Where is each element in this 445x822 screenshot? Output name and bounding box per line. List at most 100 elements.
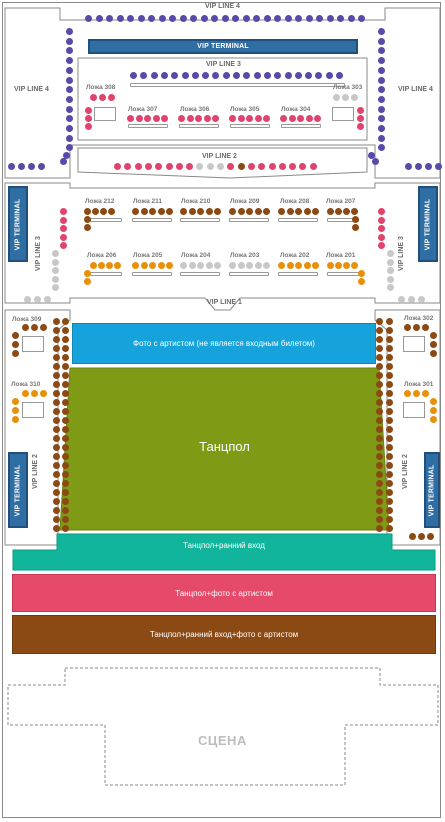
vip2-side-seat[interactable] bbox=[53, 399, 60, 406]
vip2-side-seat[interactable] bbox=[376, 462, 383, 469]
vip2-side-seat[interactable] bbox=[386, 435, 393, 442]
vip-terminal-left-low[interactable]: VIP TERMINAL bbox=[8, 452, 28, 528]
vip2-side-seat[interactable] bbox=[376, 489, 383, 496]
vip4-seat[interactable] bbox=[316, 15, 323, 22]
vip2-side-seat[interactable] bbox=[62, 480, 69, 487]
vip2-side-seat[interactable] bbox=[376, 381, 383, 388]
vip2-side-seat[interactable] bbox=[62, 516, 69, 523]
vip4-seat[interactable] bbox=[66, 144, 73, 152]
vip4-seat[interactable] bbox=[378, 28, 385, 35]
vip4-seat[interactable] bbox=[148, 15, 155, 22]
box-seat[interactable] bbox=[312, 208, 319, 215]
vip4-seat[interactable] bbox=[66, 95, 73, 103]
box-seat[interactable] bbox=[413, 324, 420, 331]
box-seat[interactable] bbox=[303, 262, 311, 269]
vip4-seat[interactable] bbox=[8, 163, 15, 170]
vip-terminal-left[interactable]: VIP TERMINAL bbox=[8, 186, 28, 262]
vip4-seat[interactable] bbox=[378, 105, 385, 113]
box-seat[interactable] bbox=[214, 262, 221, 269]
vip4-seat[interactable] bbox=[60, 158, 67, 165]
box-seat[interactable] bbox=[295, 208, 302, 215]
vip4-seat[interactable] bbox=[63, 152, 70, 159]
vip2-side-seat[interactable] bbox=[376, 345, 383, 352]
vip4-seat[interactable] bbox=[405, 163, 412, 170]
vip4-seat[interactable] bbox=[106, 15, 113, 22]
vip2-side-seat[interactable] bbox=[53, 435, 60, 442]
vip2-side-seat[interactable] bbox=[62, 354, 69, 361]
vip2-side-seat[interactable] bbox=[53, 408, 60, 415]
vip3-seat[interactable] bbox=[263, 72, 271, 79]
vip3-side-seat[interactable] bbox=[52, 284, 59, 291]
vip4-seat[interactable] bbox=[66, 28, 73, 35]
zone-dance-photo[interactable]: Танцпол+фото с артистом bbox=[12, 574, 436, 612]
box-seat[interactable] bbox=[106, 262, 113, 269]
vip4-seat[interactable] bbox=[378, 76, 385, 84]
box-seat[interactable] bbox=[263, 262, 270, 269]
vip2-side-seat[interactable] bbox=[53, 516, 60, 523]
vip4-seat[interactable] bbox=[211, 15, 218, 22]
vip2-side-seat[interactable] bbox=[53, 471, 60, 478]
box-seat[interactable] bbox=[358, 270, 365, 277]
box-seat[interactable] bbox=[278, 208, 285, 215]
vip2-side-seat[interactable] bbox=[386, 372, 393, 379]
box-seat[interactable] bbox=[157, 208, 165, 215]
box-seat[interactable] bbox=[343, 208, 350, 215]
box-seat[interactable] bbox=[404, 390, 411, 397]
box-seat[interactable] bbox=[343, 262, 350, 269]
vip2-side-seat[interactable] bbox=[386, 498, 393, 505]
vip2-side-seat[interactable] bbox=[62, 318, 69, 325]
box-seat[interactable] bbox=[352, 216, 359, 223]
box-seat[interactable] bbox=[286, 208, 294, 215]
zone-early-entry[interactable]: Танцпол+ранний вход bbox=[12, 533, 436, 571]
vip2-side-seat[interactable] bbox=[386, 516, 393, 523]
vip3-side-seat[interactable] bbox=[52, 250, 59, 257]
box-seat[interactable] bbox=[161, 115, 168, 122]
box-seat[interactable] bbox=[180, 262, 187, 269]
box-seat[interactable] bbox=[229, 115, 236, 122]
box-seat[interactable] bbox=[84, 270, 91, 277]
vip-terminal-right-low[interactable]: VIP TERMINAL bbox=[424, 452, 440, 528]
box-seat[interactable] bbox=[188, 208, 196, 215]
vip3-side-seat[interactable] bbox=[378, 225, 385, 232]
vip2-side-seat[interactable] bbox=[62, 372, 69, 379]
box-seat[interactable] bbox=[12, 332, 19, 339]
vip2-side-seat[interactable] bbox=[62, 336, 69, 343]
box-seat[interactable] bbox=[404, 324, 411, 331]
vip2-side-seat[interactable] bbox=[376, 480, 383, 487]
vip3-seat[interactable] bbox=[160, 72, 168, 79]
box-seat[interactable] bbox=[166, 262, 173, 269]
box-seat[interactable] bbox=[22, 324, 29, 331]
vip3-seat[interactable] bbox=[284, 72, 292, 79]
vip2-side-seat[interactable] bbox=[376, 525, 383, 532]
vip3-seat[interactable] bbox=[191, 72, 199, 79]
vip3-side-seat[interactable] bbox=[52, 275, 59, 283]
box-seat[interactable] bbox=[84, 216, 91, 223]
vip4-seat[interactable] bbox=[415, 163, 422, 170]
box-seat[interactable] bbox=[288, 115, 296, 122]
vip2-side-seat[interactable] bbox=[427, 533, 434, 540]
box-seat[interactable] bbox=[90, 94, 97, 101]
box-seat[interactable] bbox=[140, 262, 148, 269]
vip2-side-seat[interactable] bbox=[53, 390, 60, 397]
vip4-seat[interactable] bbox=[85, 15, 92, 22]
box-seat[interactable] bbox=[422, 324, 429, 331]
vip4-seat[interactable] bbox=[66, 125, 73, 132]
vip3-seat[interactable] bbox=[294, 72, 302, 79]
box-seat[interactable] bbox=[12, 407, 19, 414]
vip2-side-seat[interactable] bbox=[376, 453, 383, 460]
vip2-seat[interactable] bbox=[175, 163, 183, 170]
vip4-seat[interactable] bbox=[326, 15, 334, 22]
box-seat[interactable] bbox=[351, 208, 358, 215]
vip2-side-seat[interactable] bbox=[376, 318, 383, 325]
box-seat[interactable] bbox=[246, 115, 253, 122]
vip4-seat[interactable] bbox=[127, 15, 134, 22]
box-seat[interactable] bbox=[132, 208, 139, 215]
vip3-seat[interactable] bbox=[150, 72, 158, 79]
zone-dance-full[interactable]: Танцпол+ранний вход+фото с артистом bbox=[12, 615, 436, 654]
box-seat[interactable] bbox=[333, 94, 340, 101]
vip4-seat[interactable] bbox=[295, 15, 302, 22]
vip4-seat[interactable] bbox=[378, 144, 385, 152]
vip4-seat[interactable] bbox=[66, 105, 73, 113]
vip3-side-seat[interactable] bbox=[418, 296, 425, 303]
vip4-seat[interactable] bbox=[66, 37, 73, 45]
